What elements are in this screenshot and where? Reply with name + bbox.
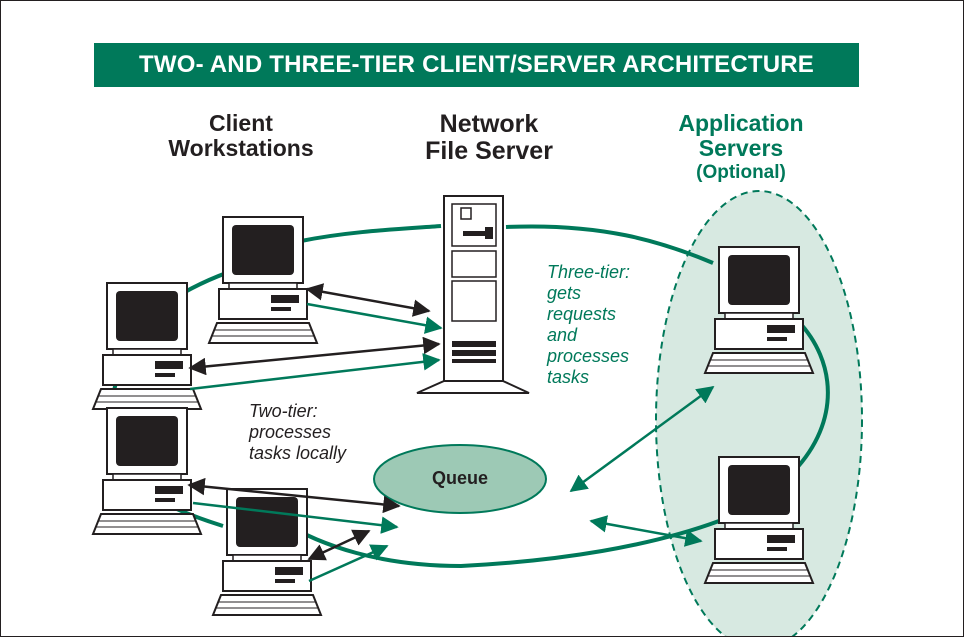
- diagram-title: TWO- AND THREE-TIER CLIENT/SERVER ARCHIT…: [94, 43, 859, 87]
- heading-line: Network: [439, 110, 539, 138]
- heading-line: Workstations: [168, 134, 314, 161]
- application-servers-heading: Application Servers (Optional): [651, 111, 831, 183]
- network-file-server-heading: Network File Server: [394, 111, 584, 165]
- client-workstations-heading: Client Workstations: [151, 111, 331, 161]
- queue-label: Queue: [431, 468, 488, 488]
- arrows: [187, 283, 715, 583]
- note-line: requests: [547, 304, 617, 325]
- optional-label: (Optional): [696, 161, 786, 183]
- heading-line: Application: [678, 110, 804, 136]
- note-line: tasks locally: [249, 443, 347, 464]
- note-line: processes: [249, 422, 332, 443]
- heading-line: File Server: [425, 137, 553, 165]
- workstation-icon: [208, 216, 318, 344]
- workstation-icon: [92, 282, 202, 410]
- note-line: tasks: [547, 367, 590, 388]
- three-tier-note: Three-tier: gets requests and processes …: [547, 262, 667, 388]
- workstation-icon: [704, 246, 814, 374]
- note-line: Two-tier:: [249, 401, 318, 421]
- two-tier-note: Two-tier: processes tasks locally: [249, 401, 389, 464]
- heading-line: Client: [209, 110, 273, 136]
- heading-line: Servers: [698, 134, 784, 161]
- workstation-icon: [704, 456, 814, 584]
- note-line: Three-tier:: [547, 262, 631, 282]
- note-line: gets: [547, 283, 582, 304]
- tower-server-icon: [416, 195, 530, 394]
- note-line: processes: [547, 346, 630, 367]
- workstation-icon: [92, 407, 202, 535]
- note-line: and: [547, 325, 578, 346]
